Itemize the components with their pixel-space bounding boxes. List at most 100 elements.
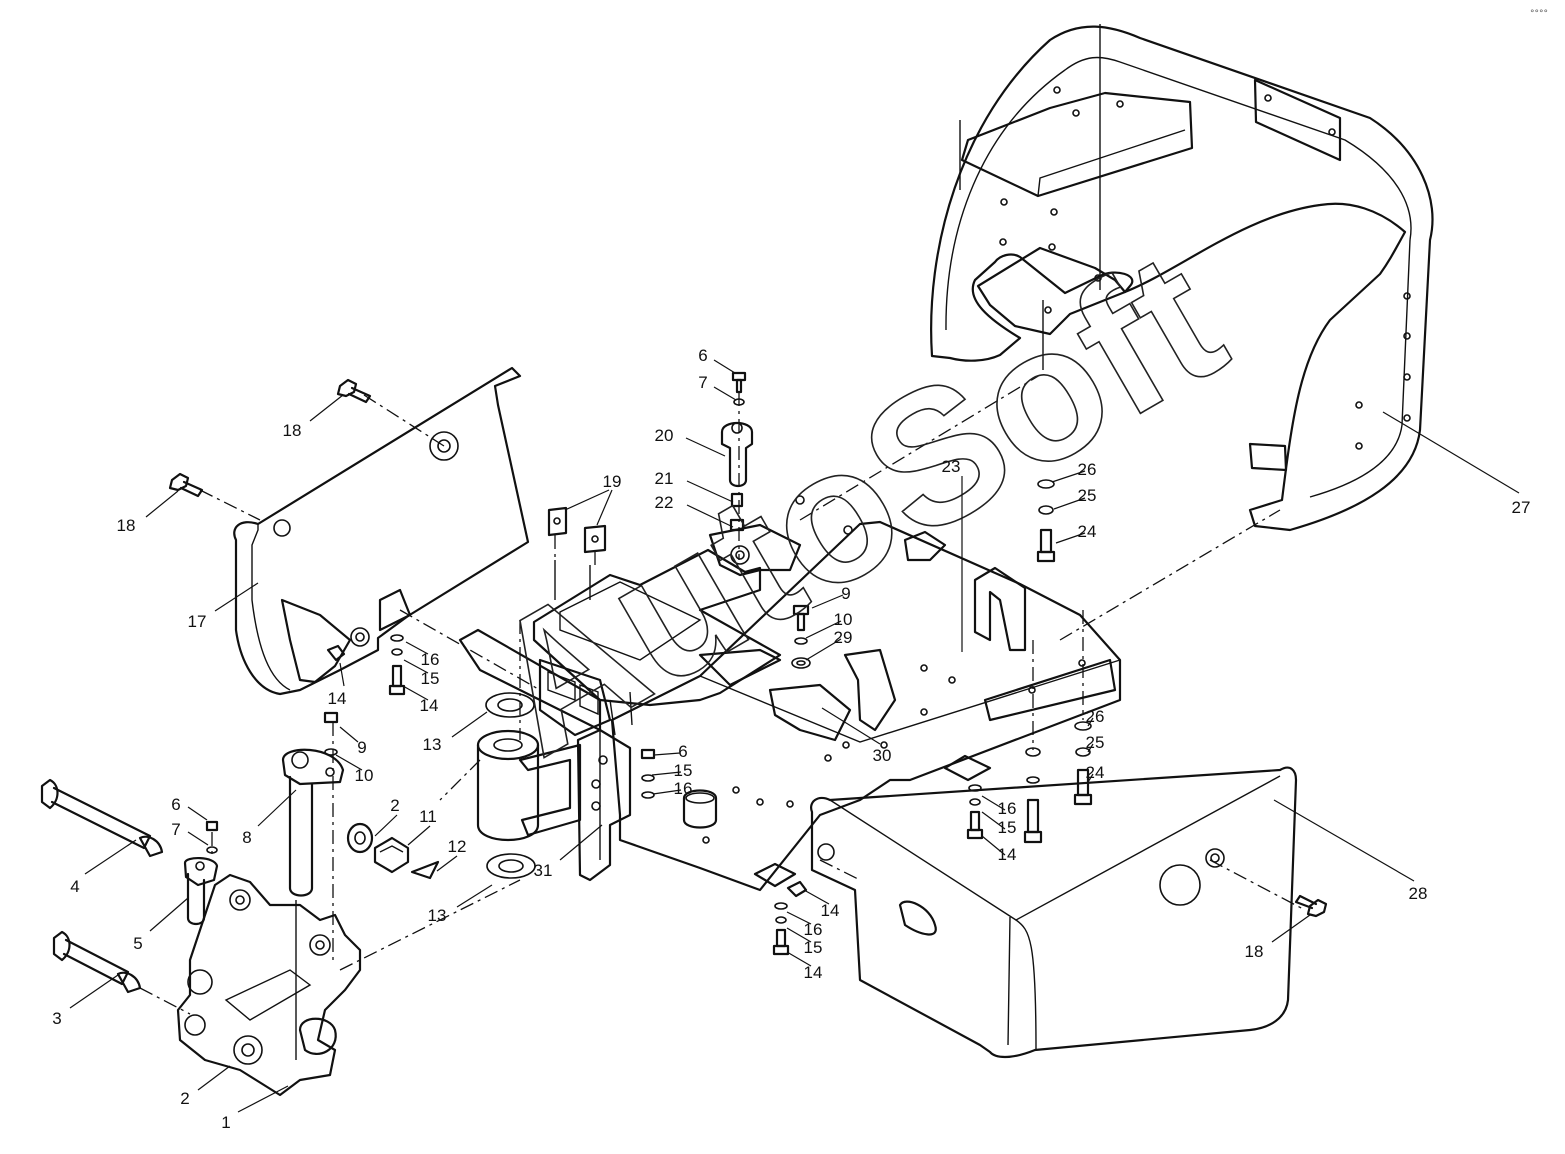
- leader-line-c-14b: [402, 685, 429, 701]
- leader-line-c-25b: [1087, 743, 1094, 753]
- front-cover-part-17: [233, 366, 530, 696]
- callout-label-c-18a: 18: [283, 421, 302, 440]
- leader-line-c-10a: [335, 754, 363, 771]
- callout-label-c-4: 4: [70, 877, 79, 896]
- leader-line-c-26b: [1087, 717, 1094, 727]
- leader-line-c-22: [686, 504, 734, 528]
- bracket-part-31: [518, 728, 718, 882]
- callout-label-c-25b: 25: [1086, 733, 1105, 752]
- leader-line-c-6a: [187, 806, 208, 821]
- callout-label-c-9a: 9: [357, 738, 366, 757]
- fastener-stack-14-15-16-left: [326, 609, 541, 696]
- leader-line-c-27: [1382, 411, 1520, 494]
- bolt-18-left: [168, 472, 204, 498]
- callout-label-c-15b: 15: [674, 761, 693, 780]
- callout-label-c-15a: 15: [421, 669, 440, 688]
- leader-line-c-28: [1273, 799, 1415, 882]
- leader-line-c-6c: [653, 752, 681, 756]
- leader-line-c-2b: [374, 814, 398, 837]
- rear-shell-part-27: [930, 24, 1434, 532]
- callout-label-c-31: 31: [534, 861, 553, 880]
- leader-line-c-31: [559, 824, 603, 861]
- upper-bracket-plate: [458, 523, 802, 737]
- pad-part-19: [547, 506, 607, 554]
- callout-label-c-13b: 13: [428, 906, 447, 925]
- leader-line-c-17: [214, 582, 259, 612]
- leader-line-c-24a: [1055, 532, 1086, 544]
- leader-line-c-14d: [786, 951, 812, 967]
- callout-label-c-6a: 6: [171, 795, 180, 814]
- callout-label-c-5: 5: [133, 934, 142, 953]
- leader-line-c-11: [407, 825, 431, 846]
- callout-label-c-15c: 15: [804, 938, 823, 957]
- leader-line-c-4: [84, 839, 137, 875]
- callout-label-c-18c: 18: [1245, 942, 1264, 961]
- leader-line-c-5: [149, 897, 189, 932]
- front-counterweight-part-28: [810, 766, 1298, 1059]
- callout-label-c-2a: 2: [180, 1089, 189, 1108]
- callout-label-c-14a: 14: [328, 689, 347, 708]
- pin-part-4: [40, 778, 164, 858]
- bolt-18-right: [1294, 894, 1328, 918]
- leader-line-c-12: [436, 855, 458, 872]
- callout-label-c-26b: 26: [1086, 707, 1105, 726]
- callout-label-c-7b: 7: [698, 373, 707, 392]
- callout-label-c-9b: 9: [841, 584, 850, 603]
- callout-label-c-16d: 16: [998, 799, 1017, 818]
- callout-label-c-6c: 6: [678, 742, 687, 761]
- nut-washer-parts-2-11-12: [339, 822, 521, 971]
- callout-label-c-10b: 10: [834, 610, 853, 629]
- callout-label-c-22: 22: [655, 493, 674, 512]
- leader-line-c-20: [685, 437, 726, 457]
- leader-line-c-6b: [713, 359, 736, 374]
- leader-line-c-15b: [651, 771, 682, 776]
- callout-label-c-14b: 14: [420, 696, 439, 715]
- leader-line-c-16d: [981, 795, 1006, 811]
- fastener-stack-9-10-29: [791, 604, 811, 669]
- leader-line-c-9a: [339, 726, 359, 743]
- leader-line-c-21: [686, 480, 734, 503]
- callout-label-c-14c: 14: [821, 901, 840, 920]
- callout-label-c-29: 29: [834, 628, 853, 647]
- callout-label-c-26a: 26: [1078, 460, 1097, 479]
- corner-mark: °°°°: [1530, 9, 1548, 19]
- callout-label-c-10a: 10: [355, 766, 374, 785]
- leader-line-c-29: [805, 638, 842, 661]
- callout-label-c-30: 30: [873, 746, 892, 765]
- leader-line-c-7a: [187, 831, 209, 846]
- pin-part-8: [281, 711, 345, 960]
- bolt-18-upper: [336, 378, 372, 404]
- callout-label-c-23: 23: [942, 457, 961, 476]
- leader-line-c-2a: [197, 1065, 231, 1091]
- callout-label-c-7a: 7: [171, 820, 180, 839]
- callout-label-c-14d: 14: [804, 963, 823, 982]
- fastener-stack-right-center: [943, 747, 1043, 844]
- callout-label-c-27: 27: [1512, 498, 1531, 517]
- leader-line-c-13a: [451, 711, 488, 738]
- leader-line-c-26a: [1051, 470, 1086, 483]
- watermark-text: AutoSoft: [455, 211, 1255, 796]
- callout-label-c-13a: 13: [423, 735, 442, 754]
- leader-line-c-19: [564, 489, 610, 511]
- leader-line-c-15d: [981, 811, 1006, 830]
- callout-label-c-2b: 2: [390, 796, 399, 815]
- callout-label-c-8: 8: [242, 828, 251, 847]
- callout-label-c-20: 20: [655, 426, 674, 445]
- fastener-stack-24-25-26-right: [1073, 721, 1093, 806]
- assembly-center-lines: [199, 374, 1306, 911]
- callout-label-c-18b: 18: [117, 516, 136, 535]
- leader-line-c-18c: [1271, 914, 1311, 943]
- leader-line-c-8: [257, 789, 297, 827]
- leader-line-c-1: [237, 1085, 289, 1113]
- leader-line-c-14a: [339, 662, 345, 687]
- callout-label-c-16b: 16: [674, 779, 693, 798]
- callout-label-c-15d: 15: [998, 818, 1017, 837]
- callout-label-c-17: 17: [188, 612, 207, 631]
- hinge-assembly-part-1: [176, 873, 362, 1097]
- chassis-frame: [610, 495, 1122, 892]
- callout-label-c-19: 19: [603, 472, 622, 491]
- callout-label-c-6b: 6: [698, 346, 707, 365]
- leader-line-c-15a: [403, 659, 429, 674]
